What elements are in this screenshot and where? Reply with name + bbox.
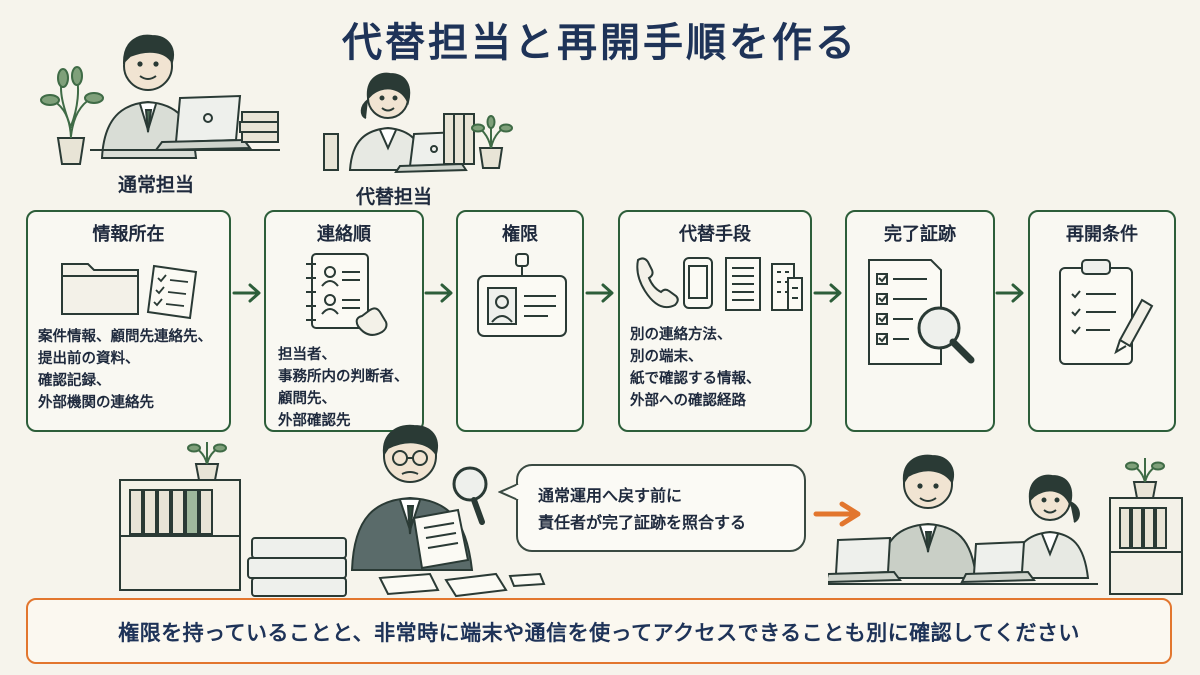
step-detail-line: 提出前の資料、 <box>38 351 140 367</box>
flow-arrow-icon <box>424 283 453 303</box>
bottom-note-text: 権限を持っていることと、非常時に端末や通信を使ってアクセスできることも別に確認し… <box>118 621 1080 645</box>
speech-bubble-line: 通常運用へ戻す前に <box>538 486 683 505</box>
step-detail-line: 別の連絡方法、 <box>630 327 732 343</box>
step-title: 代替手段 <box>679 224 751 245</box>
step-card-authority: 権限 <box>456 210 584 432</box>
clipboard-pen-icon <box>1059 259 1154 365</box>
step-detail-line: 確認記録、 <box>38 373 111 389</box>
step-title: 権限 <box>502 224 538 245</box>
speech-bubble: 通常運用へ戻す前に 責任者が完了証跡を照合する <box>516 464 806 552</box>
step-title: 再開条件 <box>1066 224 1138 245</box>
step-card-contact-order: 連絡順 担当者、 事務所内の判断者、 顧問先、 外部確認先 <box>264 210 424 432</box>
regular-staff-label: 通常担当 <box>118 174 195 196</box>
speech-bubble-tail-icon <box>498 483 520 501</box>
step-detail-line: 事務所内の判断者、 <box>278 369 409 385</box>
page-title: 代替担当と再開手順を作る <box>342 20 858 66</box>
speech-bubble-line: 責任者が完了証跡を照合する <box>538 513 747 532</box>
step-card-resumption-conditions: 再開条件 <box>1028 210 1176 432</box>
step-card-completion-evidence: 完了証跡 <box>845 210 995 432</box>
substitute-staff-illustration <box>323 72 513 174</box>
resume-arrow-icon <box>813 501 861 527</box>
step-details: 別の連絡方法、 別の端末、 紙で確認する情報、 外部への確認経路 <box>630 324 761 412</box>
flow-arrow-icon <box>585 283 614 303</box>
step-details: 案件情報、顧問先連絡先、 提出前の資料、 確認記録、 外部機関の連絡先 <box>38 326 212 414</box>
reviewer-illustration <box>119 424 546 598</box>
phone-device-building-icon <box>636 257 803 311</box>
speech-bubble-text: 通常運用へ戻す前に 責任者が完了証跡を照合する <box>538 482 746 536</box>
step-title: 連絡順 <box>317 224 371 245</box>
step-detail-line: 外部機関の連絡先 <box>38 395 154 411</box>
id-badge-icon <box>477 253 567 337</box>
step-detail-line: 案件情報、顧問先連絡先、 <box>38 329 212 345</box>
step-detail-line: 別の端末、 <box>630 349 703 365</box>
step-detail-line: 紙で確認する情報、 <box>630 371 761 387</box>
flow-arrow-icon <box>232 283 261 303</box>
resumed-work-illustration <box>828 454 1183 595</box>
regular-staff-illustration <box>40 34 280 165</box>
step-title: 完了証跡 <box>884 224 956 245</box>
step-detail-line: 外部への確認経路 <box>630 393 746 409</box>
contact-book-phone-icon <box>306 253 388 336</box>
step-details: 担当者、 事務所内の判断者、 顧問先、 外部確認先 <box>278 344 409 432</box>
bottom-note: 権限を持っていることと、非常時に端末や通信を使ってアクセスできることも別に確認し… <box>26 598 1172 664</box>
step-detail-line: 外部確認先 <box>278 413 351 429</box>
flow-arrow-icon <box>813 283 842 303</box>
substitute-staff-label: 代替担当 <box>356 186 433 208</box>
step-title: 情報所在 <box>92 224 165 245</box>
flow-arrow-icon <box>995 283 1024 303</box>
checklist-magnifier-icon <box>868 259 975 365</box>
step-detail-line: 顧問先、 <box>278 391 336 407</box>
step-card-alternative-means: 代替手段 別の連絡方法、 別の端末、 紙で確認する情報、 外部への確認経路 <box>618 210 812 432</box>
step-detail-line: 担当者、 <box>278 347 336 363</box>
step-card-information-location: 情報所在 案件情報、顧問先連絡先、 提出前の資料、 確認記録、 外部機関の連絡先 <box>26 210 231 432</box>
folder-checklist-icon <box>61 263 198 320</box>
